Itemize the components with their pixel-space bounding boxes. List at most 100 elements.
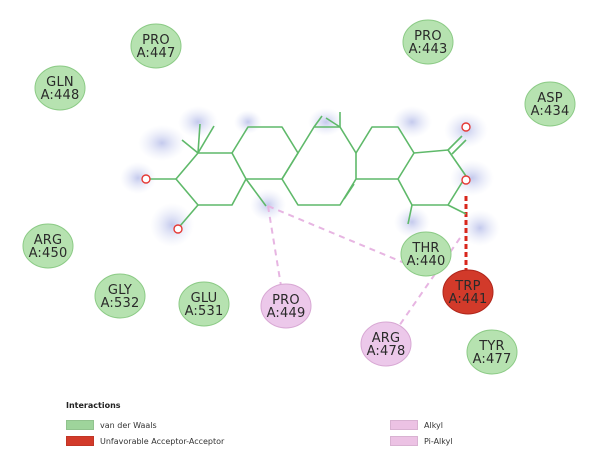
residue-name: ARG xyxy=(34,233,63,248)
ligand-carbonyl-bond xyxy=(447,135,463,151)
residue-chain: A:532 xyxy=(101,296,140,311)
residue-chain: A:477 xyxy=(473,352,512,367)
alkyl-interaction-line xyxy=(267,205,283,293)
legend-label: Alkyl xyxy=(424,420,443,430)
ligand-ring-c-bottom xyxy=(281,153,357,206)
oxygen-atom xyxy=(173,224,183,234)
residue-name: TYR xyxy=(478,339,505,354)
residue-name: ASP xyxy=(537,91,563,106)
residue-disc xyxy=(360,321,412,367)
residue-name: ARG xyxy=(372,331,401,346)
residue-disc xyxy=(260,283,312,329)
legend: Interactions van der Waals Unfavorable A… xyxy=(66,401,586,461)
ligand-methyl xyxy=(245,178,267,207)
legend-swatch xyxy=(66,436,94,446)
glow-halo xyxy=(308,108,344,136)
glow-halo xyxy=(394,206,430,238)
ligand-methyl xyxy=(197,123,201,154)
ligand-carbonyl-bond xyxy=(451,139,467,155)
residue-name: THR xyxy=(411,241,439,256)
ligand-ring-c-top xyxy=(297,126,357,154)
residue-name: PRO xyxy=(142,33,170,48)
residue-disc xyxy=(402,19,454,65)
ligand-double-bond xyxy=(343,183,355,200)
legend-swatch xyxy=(390,420,418,430)
legend-item-van-der-waals: van der Waals xyxy=(66,419,157,431)
oxygen-atoms xyxy=(141,122,471,234)
residue-chain: A:440 xyxy=(407,254,446,269)
glow-halo xyxy=(120,162,156,194)
residue-chain: A:434 xyxy=(531,104,570,119)
residue-disc xyxy=(442,269,494,315)
oxygen-atom xyxy=(461,175,471,185)
oxygen-atom xyxy=(141,174,151,184)
residue-chain: A:448 xyxy=(41,88,80,103)
alkyl-interaction-line xyxy=(391,237,461,337)
ligand-methyl xyxy=(197,125,215,154)
glow-halo xyxy=(150,203,194,247)
ligand-hydroxyl-bond xyxy=(179,204,199,227)
legend-item-alkyl: Alkyl xyxy=(390,419,443,431)
legend-swatch xyxy=(66,420,94,430)
ligand-methyl xyxy=(325,117,341,128)
oxygen-atom xyxy=(461,122,471,132)
ligand-bond xyxy=(281,152,299,180)
residue-disc xyxy=(400,231,452,277)
legend-item-unfavorable: Unfavorable Acceptor-Acceptor xyxy=(66,435,224,447)
ligand-ring-a xyxy=(175,152,247,206)
ligand-methyl xyxy=(181,139,199,154)
residue-name: PRO xyxy=(272,293,300,308)
glow-halo xyxy=(392,106,432,138)
glow-halo xyxy=(138,125,186,161)
residue-chain: A:531 xyxy=(185,304,224,319)
residue-disc xyxy=(466,329,518,375)
residue-name: TRP xyxy=(454,279,480,294)
legend-title: Interactions xyxy=(66,401,121,410)
residue-disc xyxy=(524,81,576,127)
glow-halo xyxy=(178,106,218,138)
residue-chain: A:447 xyxy=(137,46,176,61)
residue-name: GLY xyxy=(108,283,132,298)
residue-disc xyxy=(130,23,182,69)
residue-disc xyxy=(178,281,230,327)
residue-chain: A:450 xyxy=(29,246,68,261)
residue-name: GLN xyxy=(46,75,74,90)
residue-disc xyxy=(94,273,146,319)
ligand-ring-e xyxy=(397,149,467,206)
residue-name: GLU xyxy=(191,291,218,306)
ligand-ring-b xyxy=(231,126,299,180)
legend-label: van der Waals xyxy=(100,420,157,430)
residue-chain: A:449 xyxy=(267,306,306,321)
legend-label: Unfavorable Acceptor-Acceptor xyxy=(100,436,225,446)
residue-disc xyxy=(22,223,74,269)
residue-chain: A:478 xyxy=(367,344,406,359)
residue-name: PRO xyxy=(414,29,442,44)
residue-disc xyxy=(34,65,86,111)
ligand-ring-d xyxy=(355,126,415,180)
glow-halo xyxy=(250,189,286,221)
legend-item-pi-alkyl: Pi-Alkyl xyxy=(390,435,453,447)
legend-label: Pi-Alkyl xyxy=(424,436,453,446)
legend-swatch xyxy=(390,436,418,446)
residue-chain: A:443 xyxy=(409,42,448,57)
residue-chain: A:441 xyxy=(449,292,488,307)
ligand-methyl xyxy=(313,115,323,128)
glow-halo xyxy=(234,110,262,134)
glow-halo xyxy=(460,210,500,246)
ligand-structure xyxy=(150,112,467,227)
ligand-methyl xyxy=(447,204,467,215)
